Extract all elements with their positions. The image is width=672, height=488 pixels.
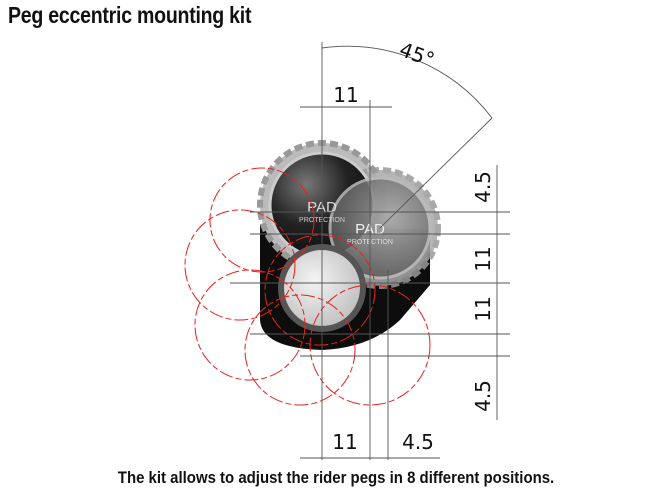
right-dimension-3: 11: [471, 296, 495, 321]
top-dimension: 11: [333, 83, 358, 107]
caption: The kit allows to adjust the rider pegs …: [117, 468, 555, 487]
right-dimension-1: 4.5: [471, 171, 495, 203]
bottom-dimension-2: 4.5: [402, 430, 434, 454]
right-dimension-2: 11: [471, 246, 495, 271]
alternate-positions-outlines: [184, 167, 431, 406]
page-title: Peg eccentric mounting kit: [8, 2, 252, 28]
bottom-dimension-1: 11: [332, 430, 357, 454]
right-dimension-4: 4.5: [471, 380, 495, 412]
dimension-lines: [230, 42, 510, 460]
